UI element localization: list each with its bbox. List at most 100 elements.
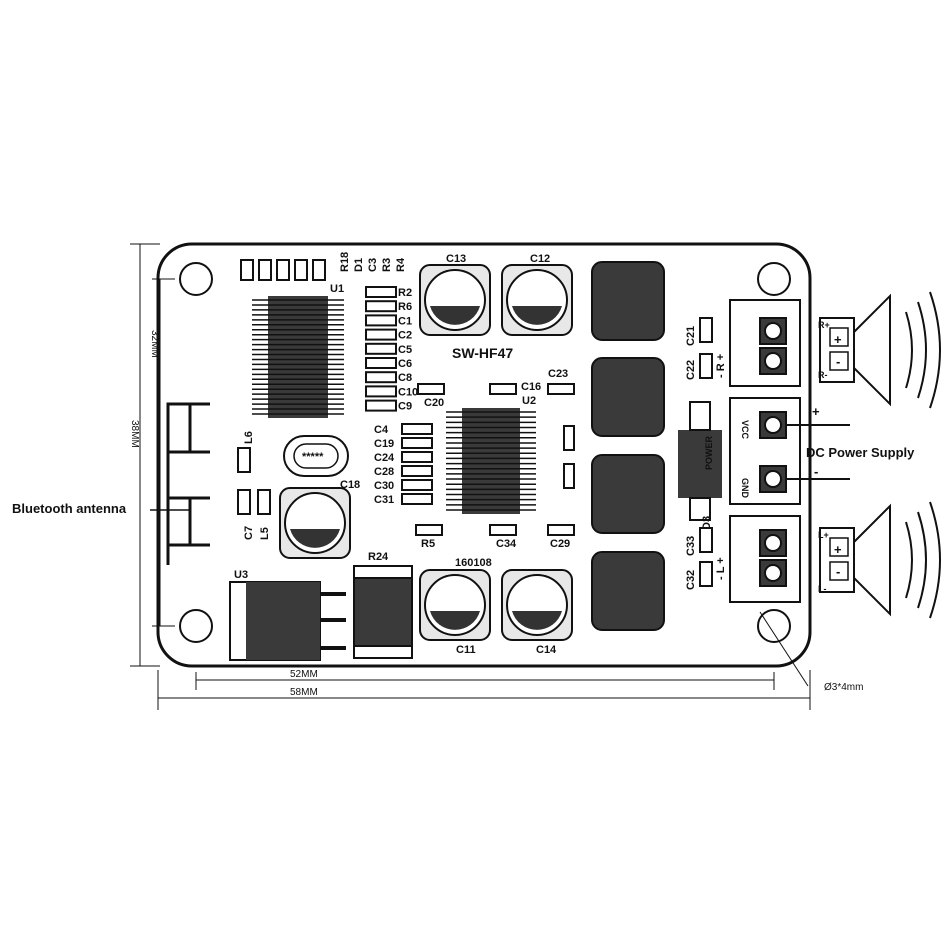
u3-regulator: U3 bbox=[229, 569, 346, 661]
smd-component bbox=[401, 423, 433, 435]
svg-text:- L +: - L + bbox=[715, 557, 727, 580]
smd-component bbox=[401, 493, 433, 505]
smd-label: C6 bbox=[398, 358, 412, 370]
svg-text:C14: C14 bbox=[536, 644, 557, 656]
terminal-screws bbox=[759, 317, 787, 587]
svg-text:C29: C29 bbox=[550, 538, 570, 550]
mounting-holes bbox=[179, 262, 791, 643]
svg-text:R4: R4 bbox=[395, 257, 407, 272]
svg-text:C12: C12 bbox=[530, 253, 550, 265]
dimension-lines bbox=[130, 243, 811, 710]
svg-text:C34: C34 bbox=[496, 538, 517, 550]
dim-width-outer: 58MM bbox=[290, 687, 318, 698]
svg-text:C11: C11 bbox=[456, 644, 476, 656]
dc-minus-label: - bbox=[814, 464, 818, 479]
svg-text:GND: GND bbox=[740, 478, 750, 499]
dimension-labels: 38MM 32MM 52MM 58MM Ø3*4mm bbox=[129, 330, 863, 698]
crystal: ***** bbox=[283, 435, 349, 477]
smd-component bbox=[365, 300, 397, 313]
smd-component bbox=[365, 342, 397, 355]
smd-label: R6 bbox=[398, 301, 412, 313]
svg-text:+: + bbox=[834, 332, 842, 347]
dim-width-inner: 52MM bbox=[290, 669, 318, 680]
svg-text:R18: R18 bbox=[339, 252, 351, 272]
svg-text:R-: R- bbox=[818, 370, 828, 380]
power-diode: D3 bbox=[678, 401, 722, 530]
power-terminal-labels: VCC POWER GND bbox=[704, 420, 750, 499]
capacitor-c12: C12 bbox=[501, 253, 573, 336]
u1-chip: U1 bbox=[252, 283, 344, 418]
svg-text:R+: R+ bbox=[818, 320, 830, 330]
svg-text:C23: C23 bbox=[548, 368, 568, 380]
smd-label: C19 bbox=[374, 438, 394, 450]
smd-component bbox=[365, 399, 397, 412]
smd-component bbox=[365, 314, 397, 327]
board-model-label: SW-HF47 bbox=[452, 345, 513, 361]
smd-label: C1 bbox=[398, 315, 412, 327]
u2-smd-labels: C20 C16 C23 R5 C34 C29 L6 C7 L5 bbox=[243, 368, 570, 550]
svg-text:C7: C7 bbox=[243, 526, 255, 540]
smd-label: C4 bbox=[374, 424, 389, 436]
u2-chip: U2 bbox=[446, 395, 536, 514]
smd-component bbox=[401, 437, 433, 449]
right-smd-parts bbox=[699, 317, 713, 587]
capacitor-c18: C18 bbox=[279, 479, 360, 559]
smd-label: C31 bbox=[374, 494, 394, 506]
smd-label: C2 bbox=[398, 330, 412, 342]
svg-text:D1: D1 bbox=[353, 258, 365, 272]
svg-text:-: - bbox=[836, 564, 840, 579]
svg-text:*****: ***** bbox=[302, 451, 324, 463]
smd-label: C24 bbox=[374, 452, 395, 464]
svg-text:VCC: VCC bbox=[740, 420, 750, 440]
svg-text:R5: R5 bbox=[421, 538, 435, 550]
svg-text:U3: U3 bbox=[234, 569, 248, 581]
svg-text:C32: C32 bbox=[685, 570, 697, 590]
smd-label: C28 bbox=[374, 466, 394, 478]
smd-component bbox=[401, 465, 433, 477]
bluetooth-antenna-label: Bluetooth antenna bbox=[12, 501, 127, 516]
u2-smd-parts bbox=[237, 383, 575, 536]
bluetooth-antenna bbox=[150, 402, 210, 565]
smd-component bbox=[401, 451, 433, 463]
svg-text:POWER: POWER bbox=[704, 435, 714, 470]
svg-text:L+: L+ bbox=[818, 530, 829, 540]
right-smd-labels: C21 C22 C33 C32 - R + - L + bbox=[685, 326, 727, 590]
svg-text:C22: C22 bbox=[685, 360, 697, 380]
capacitor-c11: C11 bbox=[419, 569, 491, 656]
inductors bbox=[591, 261, 665, 631]
svg-text:-: - bbox=[836, 354, 840, 369]
dc-plus-label: + bbox=[812, 404, 820, 419]
date-code-label: 160108 bbox=[455, 557, 492, 569]
dim-height-outer: 38MM bbox=[129, 420, 140, 448]
r24-resistor: R24 bbox=[353, 551, 413, 659]
svg-text:L-: L- bbox=[818, 584, 827, 594]
smd-label: C9 bbox=[398, 401, 412, 413]
top-smd-row bbox=[240, 259, 326, 281]
svg-text:C21: C21 bbox=[685, 326, 697, 346]
speaker-right: R+ R- + - bbox=[818, 291, 941, 409]
svg-text:R3: R3 bbox=[381, 258, 393, 272]
smd-label: C30 bbox=[374, 480, 394, 492]
svg-text:+: + bbox=[834, 542, 842, 557]
dim-height-inner: 32MM bbox=[149, 330, 160, 358]
dim-hole: Ø3*4mm bbox=[824, 682, 863, 693]
smd-label: C5 bbox=[398, 344, 412, 356]
svg-text:C13: C13 bbox=[446, 253, 466, 265]
smd-component bbox=[365, 371, 397, 384]
smd-component bbox=[365, 357, 397, 369]
speaker-left: L+ L- + - bbox=[818, 501, 941, 619]
svg-text:C3: C3 bbox=[367, 258, 379, 272]
dc-power-wires bbox=[786, 424, 850, 480]
svg-text:C16: C16 bbox=[521, 381, 541, 393]
svg-text:D3: D3 bbox=[701, 516, 713, 530]
vertical-labels: R18 D1 C3 R3 R4 bbox=[339, 252, 407, 272]
smd-component bbox=[365, 286, 397, 298]
smd-component bbox=[365, 328, 397, 341]
svg-text:C20: C20 bbox=[424, 397, 444, 409]
svg-text:C33: C33 bbox=[685, 536, 697, 556]
svg-text:C18: C18 bbox=[340, 479, 360, 491]
svg-text:U1: U1 bbox=[330, 283, 344, 295]
